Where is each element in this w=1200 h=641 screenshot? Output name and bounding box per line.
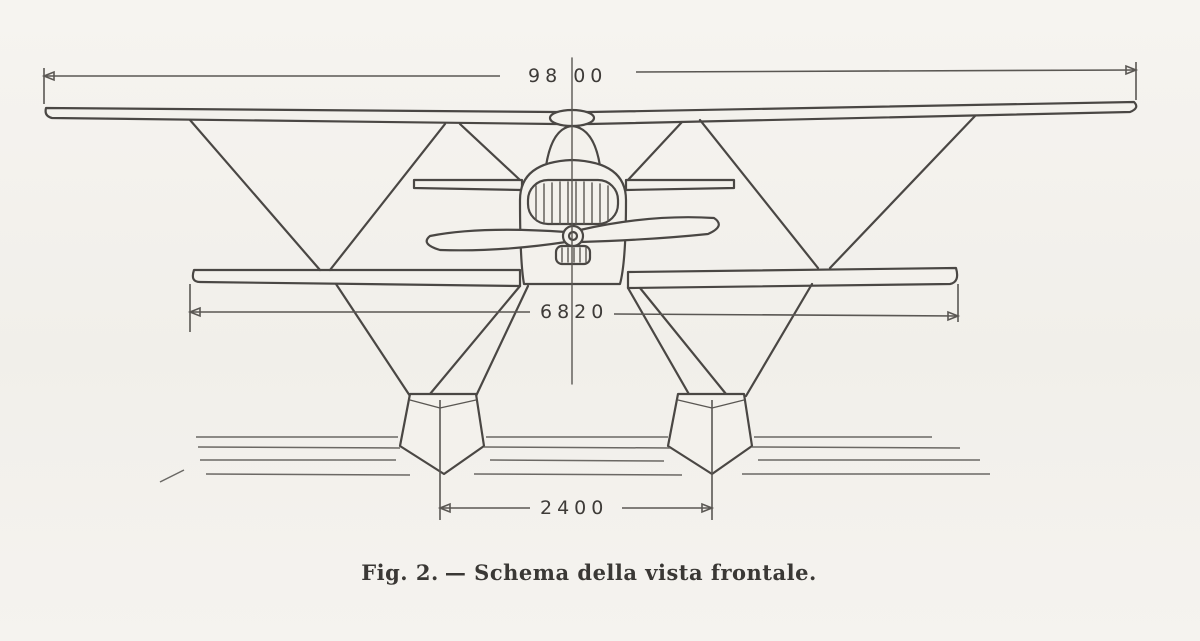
lower-wing-right: [626, 266, 959, 290]
fuselage: [518, 108, 628, 286]
upper-wing-span-dimension: 98 00: [41, 62, 1139, 104]
caption-text: — Schema della vista frontale.: [444, 560, 817, 585]
float-track-dimension: 2400: [437, 400, 715, 520]
caption-figure-number: Fig. 2.: [361, 560, 439, 585]
stabilizer-left: [412, 178, 524, 192]
float-left: [398, 392, 486, 476]
float-struts: [334, 282, 814, 398]
propeller: [425, 216, 720, 252]
figure-caption: Fig. 2.— Schema della vista frontale.: [0, 560, 1178, 585]
float-right: [666, 392, 754, 476]
upper-wing-span-label: 98 00: [528, 65, 607, 87]
water-surface: [159, 436, 990, 483]
lower-wing-span-dimension: 6820: [187, 284, 961, 332]
float-track-label: 2400: [540, 497, 608, 519]
lower-wing-span-label: 6820: [540, 301, 608, 323]
lower-wing-left: [191, 268, 522, 288]
interplane-struts: [188, 114, 977, 272]
stabilizer-right: [624, 178, 736, 192]
